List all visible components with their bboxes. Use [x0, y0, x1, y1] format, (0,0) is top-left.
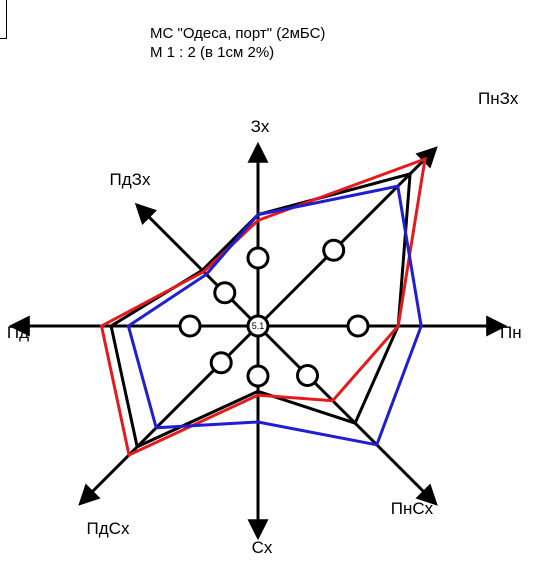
value-badge-ПнЗх: 21.1 [322, 0, 346, 262]
value-badge-Пн-text: 13.1 [349, 0, 367, 2]
direction-label-Зх: Зх [251, 117, 270, 136]
value-badge-ПнЗх-circle [322, 238, 346, 262]
corner-frame [0, 0, 7, 39]
value-badge-ПнСх-circle [296, 364, 319, 387]
series-polygons [99, 156, 427, 458]
value-badge-ПдЗх-circle [213, 281, 237, 305]
value-badge-Пн: 13.1 [346, 0, 370, 338]
value-badge-Зх: 9.7 [246, 0, 270, 270]
chart-title-block: МС "Одеса, порт" (2мБС) М 1 : 2 (в 1см 2… [150, 24, 325, 62]
axis-ПнСх [256, 324, 438, 506]
center-value-badge: 5.1 [246, 314, 270, 338]
axis-ПнЗх [256, 146, 438, 328]
value-badge-ПдСх: 15.2 [209, 0, 233, 375]
value-badge-Сх-text: 8.3 [252, 0, 265, 2]
value-badge-ПдСх-text: 15.2 [212, 0, 230, 2]
direction-label-ПдСх: ПдСх [87, 519, 130, 538]
axis-ПдЗх [134, 202, 260, 328]
center-value-badge-text: 5.1 [252, 321, 265, 331]
direction-axes [8, 141, 508, 541]
value-badge-Зх-text: 9.7 [252, 0, 265, 2]
chart-subtitle: М 1 : 2 (в 1см 2%) [150, 44, 275, 61]
value-badges: 13.1 21.1 9.7 7.2 13.4 15.2 8.3 11.8 5.1 [178, 0, 370, 388]
value-badge-ПдЗх-text: 7.2 [219, 0, 232, 2]
series-polygon-1 [99, 156, 427, 458]
value-badge-Пд: 13.4 [178, 0, 202, 338]
value-badge-Сх-circle [246, 364, 270, 388]
value-badge-Пн-circle [346, 314, 370, 338]
direction-label-ПнЗх: ПнЗх [478, 89, 519, 108]
center-value-badge-circle [246, 314, 270, 338]
value-badge-Зх-circle [246, 246, 270, 270]
value-badge-ПдЗх: 7.2 [213, 0, 237, 305]
series-polygon-0 [109, 171, 412, 449]
direction-label-ПдЗх: ПдЗх [110, 170, 151, 189]
value-badge-Пд-circle [178, 314, 202, 338]
direction-label-Пд: Пд [7, 323, 29, 342]
series-polygon-2 [126, 184, 423, 447]
value-badge-Сх: 8.3 [246, 0, 270, 388]
value-badge-ПнСх: 11.8 [296, 0, 319, 387]
value-badge-ПдСх-circle [209, 351, 233, 375]
value-badge-ПнСх-text: 11.8 [299, 0, 316, 2]
chart-title: МС "Одеса, порт" (2мБС) [150, 25, 326, 42]
direction-label-Сх: Сх [252, 538, 273, 557]
direction-label-ПнСх: ПнСх [391, 499, 434, 518]
value-badge-Пд-text: 13.4 [181, 0, 199, 2]
value-badge-ПнЗх-text: 21.1 [325, 0, 343, 2]
direction-label-Пн: Пн [500, 323, 522, 342]
